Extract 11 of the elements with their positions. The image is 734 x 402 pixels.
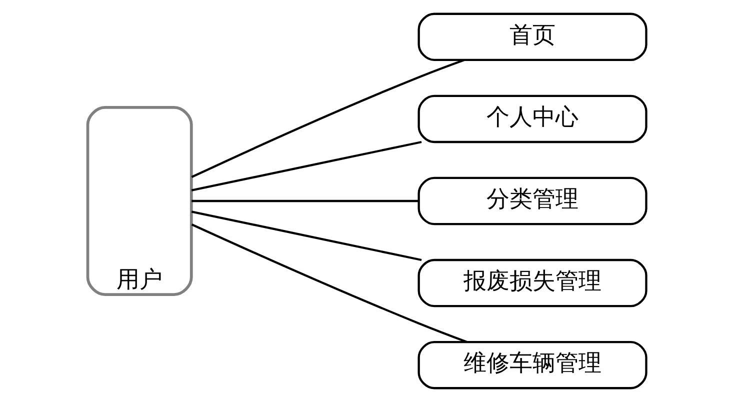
node-box: 用户	[86, 106, 193, 296]
connector	[192, 200, 419, 202]
node-box: 报废损失管理	[418, 258, 648, 308]
connector	[191, 58, 465, 178]
node-box: 个人中心	[418, 94, 648, 144]
node-box: 分类管理	[418, 176, 648, 226]
connector	[191, 140, 422, 192]
node-box: 首页	[418, 12, 648, 62]
connector	[191, 210, 422, 262]
connector	[191, 223, 468, 343]
node-box: 维修车辆管理	[418, 340, 648, 390]
